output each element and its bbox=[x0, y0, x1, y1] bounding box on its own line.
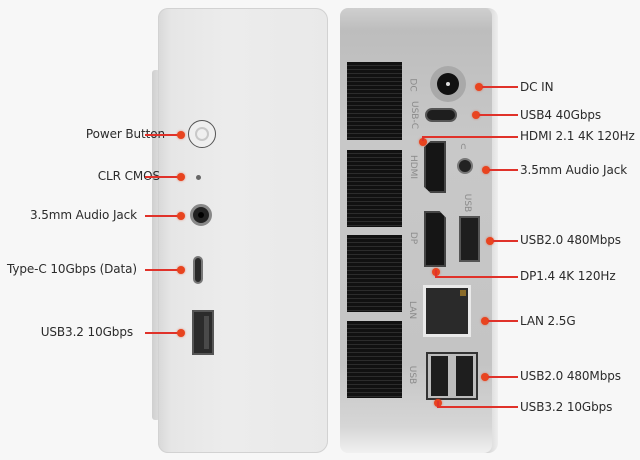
headphone-icon: ∩ bbox=[460, 142, 467, 152]
callout-usb20-top-dot bbox=[486, 237, 494, 245]
callout-type-c-label: Type-C 10Gbps (Data) bbox=[7, 262, 137, 276]
callout-dp-line bbox=[435, 270, 437, 277]
callout-usb32-label: USB3.2 10Gbps bbox=[40, 325, 133, 339]
callout-type-c-dot bbox=[177, 266, 185, 274]
callout-usb4-line bbox=[479, 114, 518, 116]
callout-rear-audio-line bbox=[489, 169, 518, 171]
callout-hdmi-dot bbox=[419, 138, 427, 146]
rear-audio-jack-port bbox=[457, 158, 473, 174]
dc-in-pin bbox=[446, 82, 450, 86]
callout-dp-line bbox=[435, 276, 518, 278]
callout-lan-line bbox=[488, 320, 518, 322]
front-panel-device bbox=[158, 8, 328, 453]
port-label-usb-top: USB bbox=[462, 193, 473, 213]
front-type-c-port bbox=[193, 256, 203, 284]
callout-clr-cmos-line bbox=[145, 176, 180, 178]
vent-grille bbox=[347, 321, 402, 398]
callout-hdmi-line bbox=[422, 136, 518, 138]
callout-dc-in-dot bbox=[475, 83, 483, 91]
callout-clr-cmos-label: CLR CMOS bbox=[97, 169, 160, 183]
rear-usb20-port-top bbox=[459, 216, 480, 262]
callout-audio-jack-label: 3.5mm Audio Jack bbox=[29, 208, 137, 222]
callout-usb20-bottom-line bbox=[488, 376, 518, 378]
callout-usb20-top-line bbox=[493, 240, 518, 242]
front-audio-jack-port bbox=[190, 204, 212, 226]
usb4-port bbox=[425, 108, 457, 122]
callout-usb4-label: USB4 40Gbps bbox=[520, 108, 602, 122]
callout-rear-audio-dot bbox=[482, 166, 490, 174]
callout-power-button-label: Power Button bbox=[85, 127, 165, 141]
callout-power-button-dot bbox=[177, 131, 185, 139]
vent-grille bbox=[347, 235, 402, 312]
rear-usb20-port-bottom bbox=[456, 356, 473, 396]
callout-hdmi-label: HDMI 2.1 4K 120Hz bbox=[520, 129, 635, 143]
callout-type-c-line bbox=[145, 269, 180, 271]
callout-usb32-dot bbox=[177, 329, 185, 337]
port-label-dc: DC bbox=[407, 78, 418, 92]
port-label-usb-c: USB-C bbox=[409, 100, 420, 130]
callout-rear-audio-label: 3.5mm Audio Jack bbox=[520, 163, 628, 177]
callout-usb20-bottom-label: USB2.0 480Mbps bbox=[520, 369, 621, 383]
callout-power-button-line bbox=[145, 134, 180, 136]
callout-usb32-rear-line bbox=[437, 401, 439, 407]
displayport-port bbox=[424, 211, 446, 267]
rear-usb32-port bbox=[431, 356, 448, 396]
vent-grille bbox=[347, 62, 402, 140]
callout-usb32-rear-line bbox=[437, 406, 518, 408]
callout-usb32-line bbox=[145, 332, 180, 334]
callout-lan-dot bbox=[481, 317, 489, 325]
callout-clr-cmos-dot bbox=[177, 173, 185, 181]
port-label-dp: DP bbox=[408, 231, 419, 245]
port-label-usb-bottom: USB bbox=[407, 365, 418, 385]
rear-dual-usb-ports bbox=[426, 352, 478, 400]
lan-port bbox=[423, 285, 471, 337]
front-device-edge bbox=[152, 70, 160, 420]
callout-usb20-top-label: USB2.0 480Mbps bbox=[520, 233, 621, 247]
clr-cmos-hole bbox=[196, 175, 201, 180]
callout-hdmi-line bbox=[422, 136, 424, 141]
callout-dp-label: DP1.4 4K 120Hz bbox=[520, 269, 616, 283]
front-usb32-port bbox=[192, 310, 214, 355]
callout-audio-jack-dot bbox=[177, 212, 185, 220]
callout-usb32-rear-label: USB3.2 10Gbps bbox=[520, 400, 613, 414]
port-label-lan: LAN bbox=[407, 300, 418, 320]
port-label-hdmi: HDMI bbox=[408, 154, 419, 180]
callout-audio-jack-line bbox=[145, 215, 180, 217]
callout-dc-in-label: DC IN bbox=[520, 80, 554, 94]
vent-grille bbox=[347, 150, 402, 227]
callout-lan-label: LAN 2.5G bbox=[520, 314, 576, 328]
callout-usb4-dot bbox=[472, 111, 480, 119]
power-button-port bbox=[188, 120, 216, 148]
callout-dc-in-line bbox=[482, 86, 518, 88]
callout-usb20-bottom-dot bbox=[481, 373, 489, 381]
hdmi-port bbox=[424, 141, 446, 193]
